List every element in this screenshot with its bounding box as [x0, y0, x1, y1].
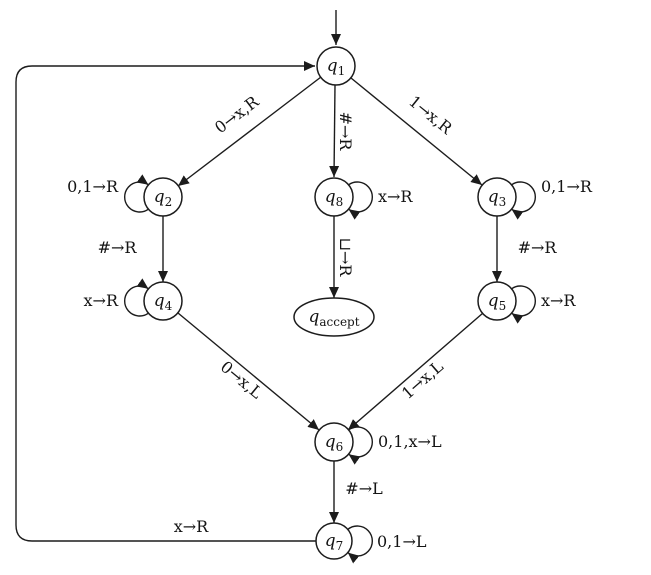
self-loop-q4: x→R: [84, 278, 149, 317]
state-q1: q1: [316, 46, 356, 86]
self-loop-label-q8: x→R: [378, 187, 413, 206]
state-q4: q4: [143, 281, 183, 321]
edge-label-q8-qaccept: ⊔→R: [336, 238, 355, 278]
self-loop-path-q4: [124, 278, 149, 317]
state-ellipse-qaccept: [293, 297, 375, 337]
self-loop-label-q7: 0,1→L: [377, 532, 427, 551]
edge-line-q5-q6: [347, 312, 484, 431]
state-circle-q3: [477, 177, 517, 217]
self-loop-q7: 0,1→L: [347, 525, 427, 564]
edge-q3-q5: #→R: [492, 216, 558, 282]
self-loop-q5: x→R: [511, 285, 576, 324]
state-q7: q7: [315, 522, 353, 560]
edge-line-q1-q3: [350, 77, 483, 186]
self-loop-label-q2: 0,1→R: [67, 177, 119, 196]
self-loop-path-q6: [348, 426, 373, 465]
edge-label-q7-q1: x→R: [174, 517, 209, 536]
edge-q6-q7: #→L: [329, 461, 383, 523]
edge-q4-q6: 0→x,L: [177, 312, 320, 431]
state-circle-q2: [143, 177, 183, 217]
state-circle-q7: [315, 522, 353, 560]
state-qaccept: qaccept: [293, 297, 375, 337]
self-loop-q3: 0,1→R: [511, 177, 593, 220]
edge-label-q3-q5: #→R: [518, 238, 558, 257]
self-loop-path-q3: [511, 181, 536, 220]
edge-q5-q6: 1→x,L: [347, 312, 484, 431]
edge-label-q1-q3: 1→x,R: [405, 92, 456, 139]
edge-q1-q8: #→R: [329, 84, 355, 178]
edge-label-q6-q7: #→L: [345, 479, 383, 498]
edge-label-q2-q4: #→R: [98, 238, 138, 257]
state-label-q5: q5: [488, 291, 507, 313]
self-loop-q8: x→R: [348, 181, 413, 220]
state-circle-q8: [314, 177, 354, 217]
state-circle-q4: [143, 281, 183, 321]
state-q2: q2: [143, 177, 183, 217]
edge-q2-q4: #→R: [98, 216, 168, 282]
self-loop-path-q7: [347, 525, 373, 564]
state-label-q6: q6: [325, 432, 344, 454]
edge-label-q1-q8: #→R: [336, 112, 355, 152]
state-q5: q5: [477, 281, 517, 321]
state-label-q8: q8: [325, 187, 344, 209]
state-q6: q6: [314, 422, 354, 462]
state-label-q4: q4: [154, 291, 173, 313]
self-loop-label-q4: x→R: [84, 291, 119, 310]
state-circle-q6: [314, 422, 354, 462]
state-q8: q8: [314, 177, 354, 217]
self-loop-path-q5: [511, 285, 536, 324]
state-label-q2: q2: [154, 187, 173, 209]
edge-line-q1-q2: [177, 76, 322, 187]
self-loop-q6: 0,1,x→L: [348, 426, 442, 465]
edge-line-q4-q6: [177, 312, 320, 431]
state-q3: q3: [477, 177, 517, 217]
edge-path-q7-q1: [15, 61, 316, 542]
self-loop-path-q8: [348, 181, 373, 220]
state-label-q7: q7: [325, 531, 344, 553]
self-loop-q2: 0,1→R: [67, 174, 149, 213]
self-loop-label-q5: x→R: [541, 291, 576, 310]
edge-q1-q2: 0→x,R: [177, 76, 322, 187]
edge-line-q1-q8: [329, 84, 340, 178]
state-circle-q1: [316, 46, 356, 86]
edge-label-q1-q2: 0→x,R: [211, 91, 263, 137]
edge-q8-qaccept: ⊔→R: [329, 216, 355, 298]
state-label-q3: q3: [488, 187, 507, 209]
state-label-qaccept: qaccept: [308, 307, 359, 329]
state-circle-q5: [477, 281, 517, 321]
self-loop-path-q2: [124, 174, 149, 213]
edge-q7-q1: x→R: [15, 61, 316, 542]
edge-q1-q3: 1→x,R: [350, 77, 483, 186]
self-loop-label-q6: 0,1,x→L: [378, 432, 442, 451]
self-loop-label-q3: 0,1→R: [541, 177, 593, 196]
state-label-q1: q1: [327, 56, 346, 78]
